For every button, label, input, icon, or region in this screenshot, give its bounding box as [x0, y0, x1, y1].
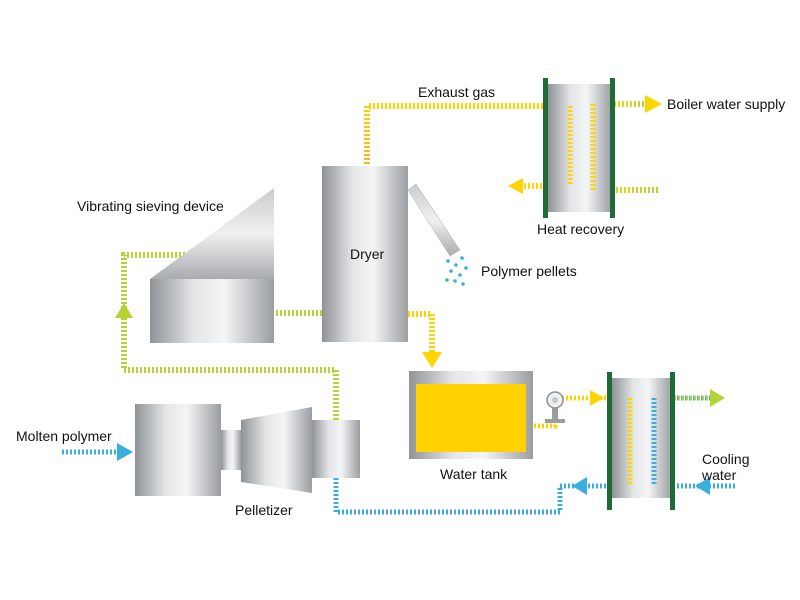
tank-inlet-arrow-icon	[422, 352, 442, 368]
return-arrow-icon	[572, 477, 587, 495]
molten-polymer-line	[62, 443, 133, 461]
pelletizer-label: Pelletizer	[235, 502, 293, 518]
cooling-exchanger	[607, 372, 675, 510]
dryer-to-tank-line	[408, 311, 442, 368]
dryer-unit	[322, 166, 461, 342]
water-tank-fill	[416, 384, 526, 452]
polymer-pellets-label: Polymer pellets	[481, 263, 577, 279]
exhaust-outlet-arrow-icon	[508, 178, 523, 194]
dryer-label: Dryer	[350, 246, 385, 262]
heat-recovery-exchanger	[543, 78, 615, 218]
cooling-out-arrow-icon	[710, 389, 725, 407]
cooling-in-arrow-icon	[695, 477, 710, 495]
exhaust-gas-label: Exhaust gas	[418, 84, 495, 100]
dryer-discharge-chute	[407, 183, 461, 257]
pelletizer-unit	[135, 404, 360, 496]
molten-polymer-label: Molten polymer	[16, 428, 112, 444]
water-tank-label: Water tank	[440, 466, 508, 482]
boiler-supply-arrow-icon	[645, 95, 662, 113]
recycle-up-arrow-icon	[115, 303, 133, 318]
vibrating-sieving-device	[150, 188, 274, 343]
water-tank	[409, 371, 533, 459]
pump-icon	[545, 391, 565, 423]
cooling-water-label-line1: Cooling	[702, 451, 749, 467]
recycle-water-line	[115, 252, 339, 420]
cold-water-return-line	[333, 477, 630, 515]
molten-polymer-arrow-icon	[117, 443, 133, 461]
boiler-water-supply-label: Boiler water supply	[667, 96, 785, 112]
cooling-water-label-line2: water	[701, 467, 737, 483]
cooler-inlet-arrow-icon	[590, 390, 604, 406]
polymer-pellets-icon	[445, 256, 468, 286]
vibrating-sieving-device-label: Vibrating sieving device	[77, 198, 224, 214]
heat-recovery-label: Heat recovery	[537, 221, 624, 237]
